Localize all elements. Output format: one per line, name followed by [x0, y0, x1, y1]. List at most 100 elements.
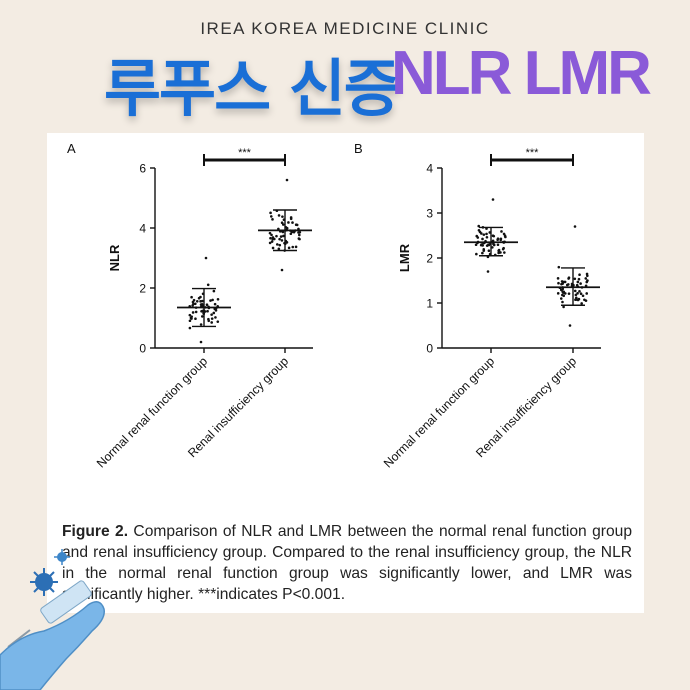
data-point [574, 293, 578, 297]
data-point [190, 295, 193, 299]
data-point [205, 303, 209, 306]
data-point [206, 309, 209, 313]
data-point [216, 298, 220, 301]
data-point [279, 235, 283, 238]
data-point [567, 292, 571, 295]
y-axis-label: NLR [107, 244, 122, 271]
virus-icon [54, 549, 70, 565]
data-point [486, 270, 490, 273]
data-point [481, 251, 484, 255]
data-point [210, 321, 213, 324]
data-point [271, 218, 274, 221]
data-point [280, 268, 284, 272]
data-point [585, 292, 589, 295]
panel-label: A [67, 141, 76, 156]
data-point [491, 198, 495, 201]
data-point [576, 292, 579, 295]
data-point [573, 225, 577, 228]
y-tick-label: 0 [426, 342, 433, 356]
y-tick-label: 4 [426, 162, 433, 176]
data-point [487, 249, 491, 253]
data-point [584, 299, 588, 302]
y-tick-label: 6 [139, 162, 146, 176]
data-point [502, 232, 506, 236]
data-point [194, 310, 198, 314]
data-point [298, 233, 301, 237]
data-point [573, 277, 577, 281]
data-point [556, 292, 560, 295]
data-point [562, 290, 566, 294]
data-point [485, 244, 489, 247]
y-tick-label: 2 [139, 282, 146, 296]
data-point [200, 302, 204, 306]
data-point [278, 243, 282, 247]
data-point [568, 324, 572, 327]
data-point [557, 281, 560, 285]
data-point [191, 300, 195, 304]
data-point [578, 290, 581, 293]
glove-syringe-illustration [0, 549, 105, 690]
data-point [213, 302, 217, 306]
data-point [480, 232, 483, 235]
korean-title: 루푸스 신증 [104, 52, 401, 125]
data-point [194, 317, 197, 320]
data-point [188, 319, 192, 323]
data-point [287, 246, 291, 250]
data-point [281, 215, 284, 218]
data-point [474, 243, 478, 247]
data-point [206, 283, 210, 287]
data-point [291, 221, 294, 224]
data-point [191, 311, 195, 314]
data-point [584, 277, 588, 280]
significance-label: *** [238, 147, 252, 159]
panel-label: B [354, 141, 363, 156]
caption-label: Figure 2. [62, 523, 129, 540]
data-point [214, 309, 218, 312]
data-point [586, 274, 589, 278]
data-point [482, 249, 486, 252]
data-point [277, 214, 281, 217]
data-point [289, 217, 293, 221]
data-point [275, 234, 278, 238]
y-tick-label: 1 [426, 297, 433, 311]
data-point [298, 237, 301, 241]
data-point [212, 311, 216, 315]
data-point [188, 313, 192, 317]
data-point [287, 221, 290, 224]
data-point [503, 251, 506, 254]
data-point [195, 299, 199, 303]
data-point [485, 232, 488, 236]
data-point [194, 302, 197, 306]
data-point [560, 288, 563, 291]
data-point [210, 317, 214, 320]
data-point [567, 277, 570, 280]
data-point [475, 252, 478, 256]
data-point [200, 310, 203, 313]
data-point [204, 256, 208, 260]
data-point [200, 315, 204, 318]
data-point [585, 280, 589, 284]
data-point [207, 319, 211, 323]
data-point [280, 221, 284, 224]
data-point [199, 300, 202, 303]
data-point [294, 245, 298, 249]
data-point [211, 298, 214, 302]
data-point [581, 294, 585, 298]
data-point [188, 326, 192, 330]
data-point [504, 235, 507, 239]
virus-icon [30, 568, 58, 596]
data-point [275, 243, 279, 246]
data-point [573, 289, 577, 293]
data-point [189, 316, 193, 320]
data-point [268, 241, 272, 245]
data-point [492, 234, 496, 238]
data-point [482, 233, 486, 236]
data-point [567, 283, 570, 286]
data-point [280, 239, 284, 242]
clinic-name: IREA KOREA MEDICINE CLINIC [200, 19, 490, 38]
data-point [480, 243, 483, 246]
data-point [212, 289, 216, 293]
data-point [291, 245, 295, 249]
data-point [209, 299, 212, 302]
